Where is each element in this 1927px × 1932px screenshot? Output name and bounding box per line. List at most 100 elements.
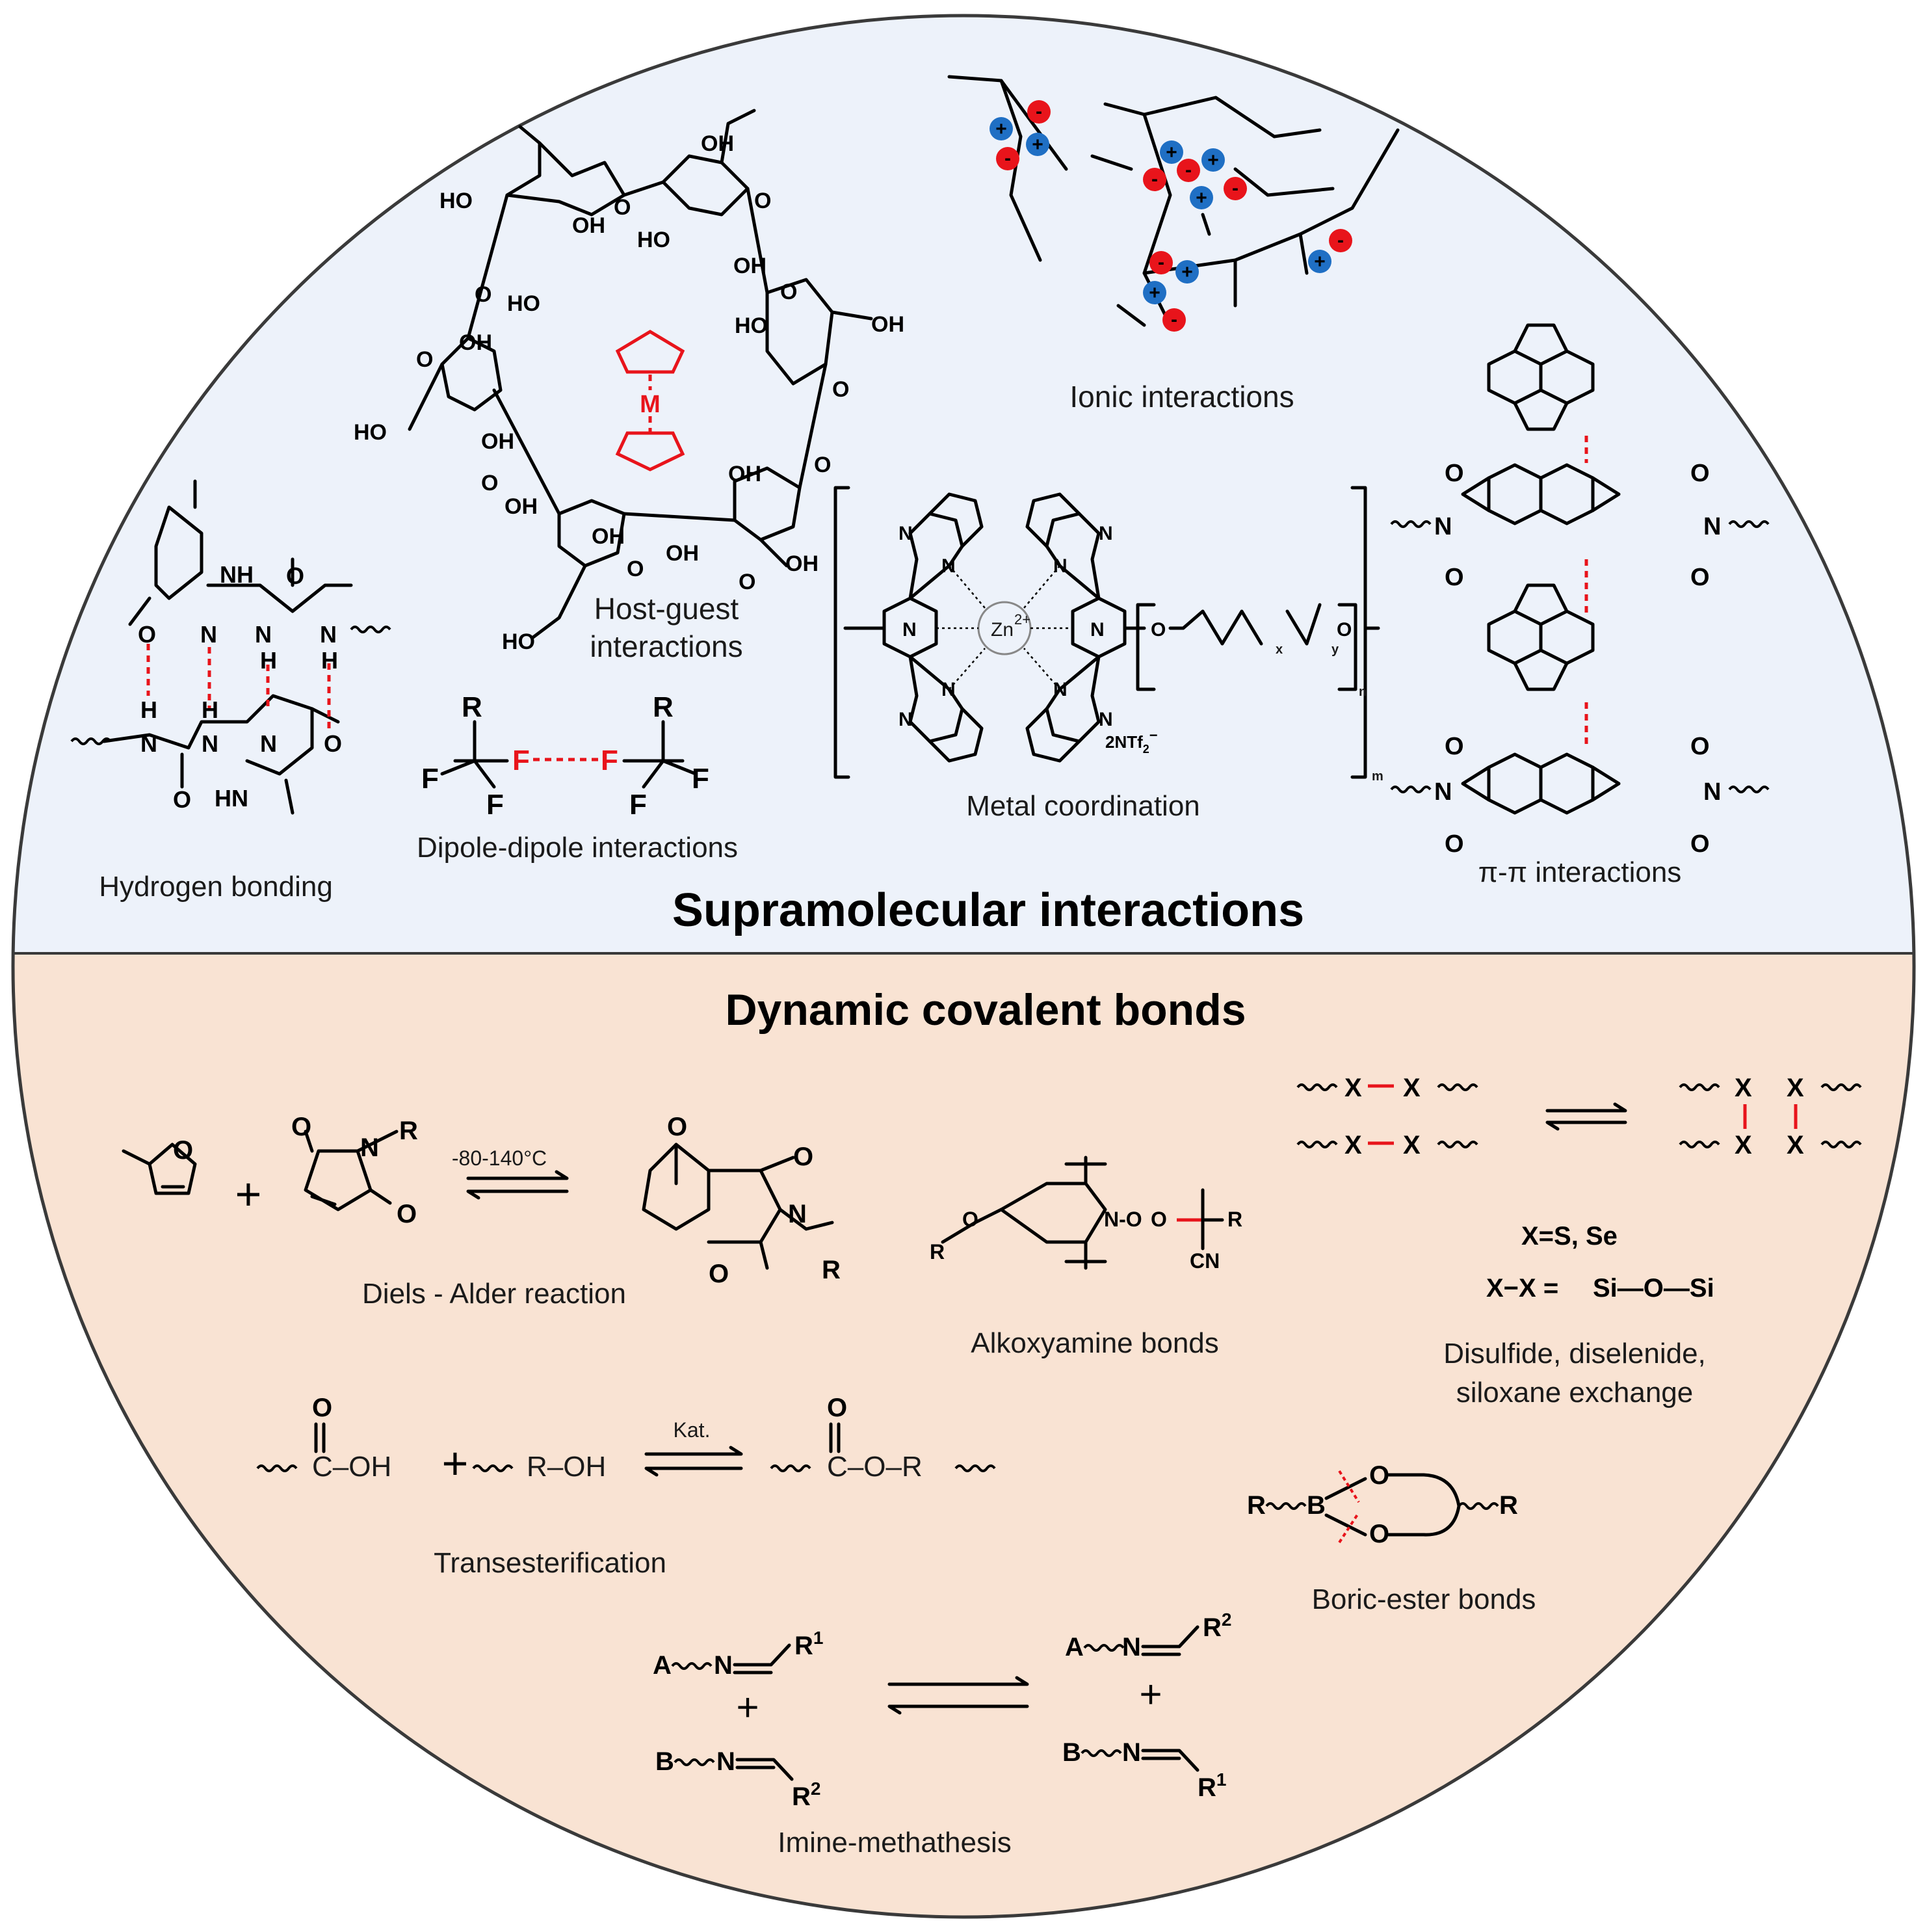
dynamic-covalent-title: Dynamic covalent bonds (725, 985, 1246, 1035)
ion-pairs: + - - + + + - - - + + - - + + - (990, 100, 1352, 332)
svg-text:O: O (1151, 1208, 1167, 1231)
siloxane-definition: Si—O—Si (1593, 1274, 1714, 1303)
svg-text:O: O (324, 730, 342, 757)
anion-marker: - (1027, 100, 1051, 124)
imine-products: A N R2 + B N R1 (1062, 1609, 1231, 1802)
svg-text:H: H (202, 696, 218, 723)
svg-text:N: N (1703, 778, 1721, 806)
svg-text:O: O (739, 570, 755, 594)
transesterification: O C–OH + R–OH Kat. O C–O–R Transesterifi… (256, 1394, 996, 1579)
svg-text:O: O (1445, 460, 1464, 487)
svg-text:R: R (653, 691, 674, 723)
svg-text:Zn: Zn (991, 619, 1014, 641)
svg-text:X: X (1344, 1074, 1362, 1102)
diels-alder-reaction: O + O N R O -80-140°C (122, 1113, 841, 1310)
disulfide-exchange: X X X X X X X X X=S, Se X−X = S (1296, 1074, 1862, 1409)
svg-text:O: O (667, 1113, 687, 1141)
svg-text:O: O (814, 453, 831, 477)
x-definition: X=S, Se (1521, 1222, 1618, 1251)
metal-coordination-label: Metal coordination (966, 790, 1200, 822)
svg-text:N: N (941, 555, 956, 577)
supramolecular-title: Supramolecular interactions (672, 884, 1304, 936)
metal-center-label: M (640, 391, 661, 418)
svg-text:B: B (655, 1747, 674, 1776)
dipole-dipole-label: Dipole-dipole interactions (417, 832, 738, 864)
svg-text:A: A (1065, 1633, 1084, 1661)
cation-marker: + (1308, 250, 1331, 273)
ionic-label: Ionic interactions (1069, 380, 1294, 414)
cation-marker: + (1143, 281, 1166, 304)
anion-marker: - (1224, 177, 1247, 200)
counterion-label: 2NTf2− (1105, 727, 1158, 756)
svg-text:N: N (1122, 1738, 1141, 1767)
svg-text:OH: OH (666, 541, 699, 566)
svg-text:HO: HO (735, 313, 768, 338)
maleimide (304, 1130, 399, 1211)
host-guest-label-line2: interactions (590, 629, 742, 663)
svg-text:O: O (173, 1136, 193, 1165)
dipole-dipole-interactions: R R F F F F F F Dipole-dipole interactio… (417, 691, 738, 864)
diels-alder-adduct (642, 1143, 834, 1270)
anion-marker: - (996, 147, 1019, 170)
cyclodextrin-atom-labels: OH HO OH HO OH HO OH HO OH HO OH OH OH O… (354, 131, 904, 654)
svg-text:O: O (793, 1143, 813, 1171)
svg-text:F: F (486, 789, 504, 821)
svg-text:F: F (692, 763, 709, 795)
svg-text:-: - (1036, 101, 1042, 122)
svg-text:-: - (1151, 168, 1158, 190)
diels-alder-label: Diels - Alder reaction (362, 1278, 626, 1310)
svg-text:O: O (1445, 830, 1464, 858)
host-guest-label-line1: Host-guest (594, 592, 739, 626)
svg-text:F: F (601, 745, 618, 776)
svg-text:X: X (1403, 1131, 1421, 1159)
ionic-interactions: + - - + + + - - - + + - - + + - Ionic in… (947, 75, 1400, 414)
transesterification-plus: + (442, 1438, 469, 1489)
cyclopentadienyl-ring (615, 431, 685, 471)
anion-marker: - (1162, 308, 1186, 332)
svg-text:N: N (902, 619, 917, 641)
exchange-arrows (1545, 1102, 1627, 1131)
svg-text:O: O (481, 471, 498, 496)
svg-text:+: + (1181, 261, 1193, 283)
svg-text:HO: HO (507, 291, 540, 316)
svg-text:N: N (898, 523, 913, 544)
svg-text:C–OH: C–OH (312, 1451, 391, 1483)
alkoxyamine-bonds: O R N-O O R CN Alkoxyamine bonds (930, 1156, 1242, 1359)
svg-text:A: A (653, 1651, 672, 1680)
diels-alder-plus: + (235, 1169, 262, 1219)
pi-pi-interactions: O N O O N O O N O O N O π-π interactions (1390, 323, 1770, 888)
dynamic-covalent-section: Dynamic covalent bonds O + O N R O (122, 985, 1862, 1859)
svg-text:R: R (1247, 1491, 1266, 1520)
svg-text:N: N (898, 709, 913, 730)
svg-text:+: + (1207, 150, 1219, 171)
svg-text:-: - (1185, 159, 1192, 181)
supramolecular-half (13, 16, 1914, 953)
svg-text:+: + (1149, 282, 1160, 304)
svg-text:N: N (1099, 709, 1113, 730)
svg-text:HO: HO (502, 629, 535, 654)
svg-text:R1: R1 (794, 1628, 823, 1660)
xx-prefix: X−X = (1486, 1274, 1558, 1303)
svg-text:N: N (788, 1200, 807, 1228)
svg-text:O: O (827, 1394, 847, 1422)
svg-text:NH: NH (220, 561, 254, 588)
svg-text:O: O (475, 282, 492, 307)
svg-text:B: B (1307, 1491, 1326, 1520)
svg-text:OH: OH (459, 330, 492, 355)
svg-text:R: R (399, 1117, 418, 1145)
svg-text:N: N (202, 730, 218, 757)
svg-text:H: H (260, 647, 277, 674)
svg-text:B: B (1062, 1738, 1081, 1767)
svg-text:O: O (312, 1394, 332, 1422)
svg-text:HO: HO (439, 189, 473, 213)
imine-metathesis: A N R1 + B N R2 A N R2 (653, 1609, 1231, 1859)
disulfide-label-line1: Disulfide, diselenide, (1443, 1338, 1706, 1370)
svg-text:N: N (200, 621, 217, 648)
svg-text:N: N (260, 730, 277, 757)
svg-text:+: + (1139, 1673, 1162, 1716)
imine-metathesis-label: Imine-methathesis (778, 1827, 1011, 1859)
cation-marker: + (1190, 186, 1213, 209)
boric-ester-bonds: R B O O R Boric-ester bonds (1247, 1461, 1536, 1615)
svg-text:N: N (140, 730, 157, 757)
cation-marker: + (990, 117, 1013, 140)
